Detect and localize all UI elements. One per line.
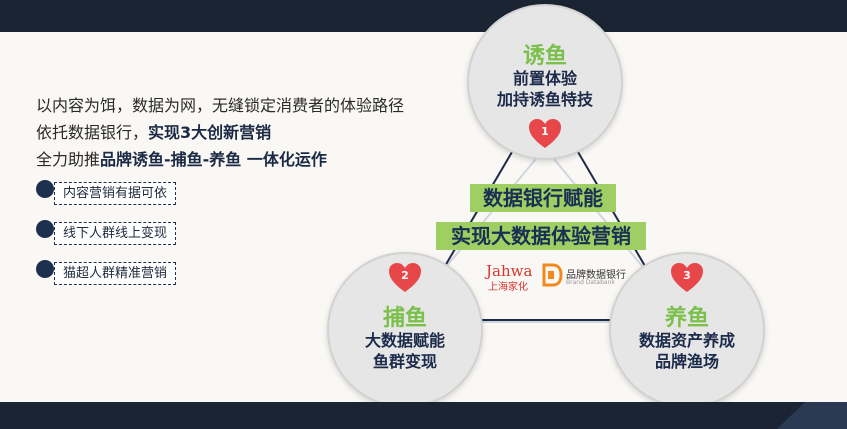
center-band-2: 实现大数据体验营销 [436, 222, 646, 250]
intro-text: 以内容为饵，数据为网，无缝锁定消费者的体验路径 依托数据银行，实现3大创新营销 … [36, 92, 466, 173]
intro-line-3: 全力助推品牌诱鱼-捕鱼-养鱼 一体化运作 [36, 150, 327, 169]
intro-line-2: 依托数据银行，实现3大创新营销 [36, 123, 272, 142]
circle-nurture-title: 养鱼 [664, 306, 709, 331]
brand-databank-logo-en: Brand Databank [566, 279, 615, 286]
bullet-label: 猫超人群精准营销 [54, 262, 177, 285]
jahwa-logo-cn: 上海家化 [488, 282, 528, 293]
center-band-1: 数据银行赋能 [470, 184, 616, 212]
heart-number: 1 [541, 125, 549, 138]
circle-catch-line2: 鱼群变现 [372, 352, 437, 371]
circle-catch-line1: 大数据赋能 [364, 331, 445, 350]
circle-lure: 诱鱼 前置体验 加持诱鱼特技 [467, 4, 623, 160]
heart-icon: 2 [388, 262, 422, 294]
circle-nurture-line1: 数据资产养成 [638, 331, 735, 350]
bullet-dot [36, 220, 54, 238]
circle-lure-line2: 加持诱鱼特技 [496, 90, 593, 109]
heart-icon: 1 [528, 118, 562, 150]
brand-databank-icon [542, 263, 563, 287]
heart-number: 2 [401, 269, 409, 282]
circle-lure-title: 诱鱼 [522, 44, 567, 69]
top-bar [0, 0, 847, 32]
heart-icon: 3 [670, 262, 704, 294]
bullet-dot [36, 260, 54, 278]
bottom-bar [0, 402, 847, 429]
brand-databank-logo: 品牌数据银行 [566, 270, 626, 281]
bullet-label: 内容营销有据可依 [54, 182, 177, 205]
heart-number: 3 [683, 269, 691, 282]
circle-lure-line1: 前置体验 [512, 69, 577, 88]
intro-line-1: 以内容为饵，数据为网，无缝锁定消费者的体验路径 [36, 96, 405, 115]
jahwa-logo: Jahwa [486, 262, 533, 280]
circle-nurture-line2: 品牌渔场 [654, 352, 719, 371]
bullet-dot [36, 180, 54, 198]
bullet-label: 线下人群线上变现 [54, 222, 177, 245]
bottom-accent [777, 402, 847, 429]
circle-catch-title: 捕鱼 [382, 306, 427, 331]
